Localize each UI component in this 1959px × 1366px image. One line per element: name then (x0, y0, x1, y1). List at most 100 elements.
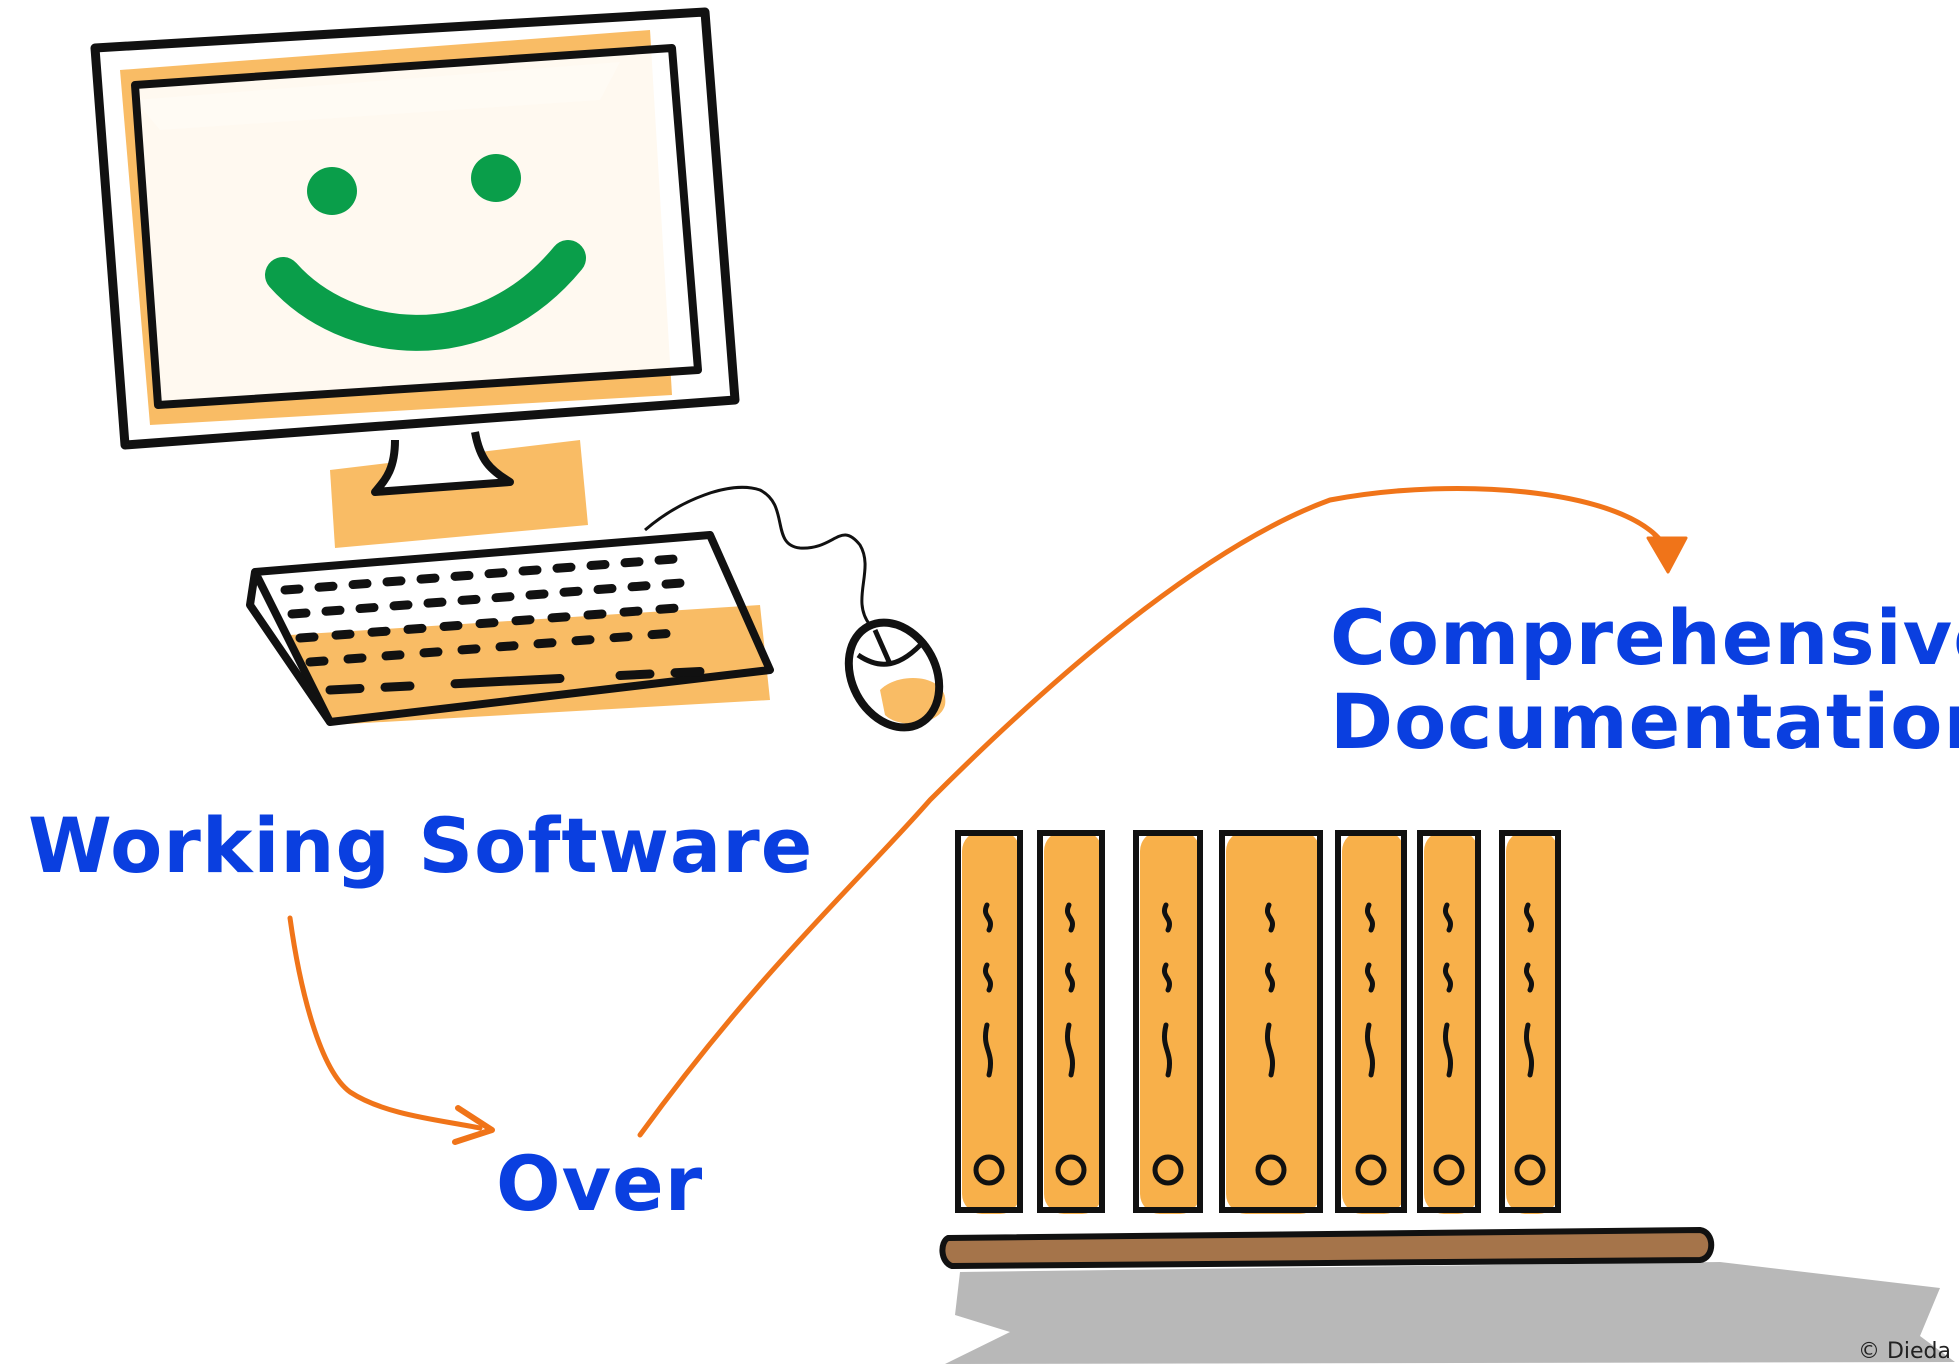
binder-label-mark (1065, 962, 1075, 993)
key (423, 597, 447, 608)
binder-fill (1342, 831, 1404, 1214)
binder (1499, 830, 1561, 1214)
binder (1335, 830, 1407, 1214)
smiley-face-icon (265, 154, 586, 351)
binder-outline (1133, 830, 1203, 1213)
key (654, 554, 678, 565)
key (627, 581, 651, 592)
mouse-cable (644, 485, 872, 626)
key (343, 653, 367, 664)
binder-ring-hole (1255, 1154, 1287, 1186)
binder-label-mark (1162, 1022, 1172, 1078)
binder (1417, 830, 1481, 1214)
key (348, 579, 372, 590)
key (325, 684, 365, 695)
desktop-computer-icon (90, 7, 740, 548)
binder-label-mark (1524, 902, 1534, 933)
key (670, 667, 705, 678)
binder-label-mark (1065, 1022, 1075, 1078)
key (314, 581, 338, 592)
monitor-screen (131, 44, 702, 409)
label-comprehensive-line1: Comprehensive (1330, 593, 1959, 682)
binder-fill (1506, 831, 1558, 1214)
arrowhead-icon (1646, 536, 1688, 574)
binder-ring-hole (1514, 1154, 1546, 1186)
key (280, 584, 304, 595)
key (586, 560, 610, 571)
key (403, 623, 427, 634)
binder (1037, 830, 1105, 1214)
arrow-over-to-documentation (637, 485, 1688, 1138)
binder (1219, 830, 1323, 1214)
monitor-frame (90, 7, 740, 450)
binder-outline (1499, 830, 1561, 1213)
label-over: Over (496, 1139, 704, 1228)
binder-label-mark (1065, 902, 1075, 933)
key (615, 669, 655, 680)
binder-ring-hole (973, 1154, 1005, 1186)
binders-on-shelf-icon (939, 830, 1955, 1364)
key (583, 609, 607, 620)
key (484, 568, 508, 579)
key (661, 578, 685, 589)
key (450, 674, 565, 689)
binder-fill (1226, 831, 1320, 1214)
key (355, 603, 379, 614)
binder (955, 830, 1023, 1214)
binder-outline (1335, 830, 1407, 1213)
binder-label-mark (1162, 962, 1172, 993)
binder-outline (1037, 830, 1105, 1213)
key (552, 562, 576, 573)
key (647, 629, 671, 640)
key (439, 620, 463, 631)
label-working-software: Working Software (28, 801, 814, 890)
key (419, 647, 443, 658)
binder-label-mark (1365, 902, 1375, 933)
label-comprehensive-line2: Documentation (1330, 676, 1959, 766)
key (619, 606, 643, 617)
key (495, 641, 519, 652)
key (321, 605, 345, 616)
binder-fill (962, 831, 1020, 1214)
binder-label-mark (983, 902, 993, 933)
binder-fill (1044, 831, 1102, 1214)
label-comprehensive-documentation: Comprehensive Documentation (1330, 596, 1959, 763)
key (457, 644, 481, 655)
key (475, 618, 499, 629)
mouse-body (844, 618, 944, 732)
key (305, 656, 329, 667)
binders (955, 830, 1561, 1214)
key (593, 584, 617, 595)
binder-fill (1140, 831, 1200, 1214)
binder-label-mark (1524, 1022, 1534, 1078)
binder-outline (1417, 830, 1481, 1213)
key (655, 603, 679, 614)
keyboard-body (251, 531, 774, 726)
key (559, 586, 583, 597)
binder-label-mark (1365, 1022, 1375, 1078)
credit-text: © Dieda (1857, 1339, 1951, 1364)
binder-outline (955, 830, 1023, 1213)
key (416, 573, 440, 584)
mouse-icon (844, 618, 946, 732)
shelf (939, 1227, 1715, 1269)
binder-ring-hole (1055, 1154, 1087, 1186)
arrow-working-to-over (287, 915, 495, 1145)
binder-label-mark (983, 962, 993, 993)
key (450, 570, 474, 581)
key (609, 632, 633, 643)
key (533, 638, 557, 649)
key (380, 681, 415, 692)
keyboard-icon (246, 485, 872, 726)
key (457, 594, 481, 605)
binder-outline (1219, 830, 1323, 1213)
key (389, 600, 413, 611)
binder-label-mark (1265, 1022, 1275, 1078)
key (518, 565, 542, 576)
binder-label-mark (1162, 902, 1172, 933)
binder (1133, 830, 1203, 1214)
binder-label-mark (983, 1022, 993, 1078)
key (287, 608, 311, 619)
binder-ring-hole (1152, 1154, 1184, 1186)
